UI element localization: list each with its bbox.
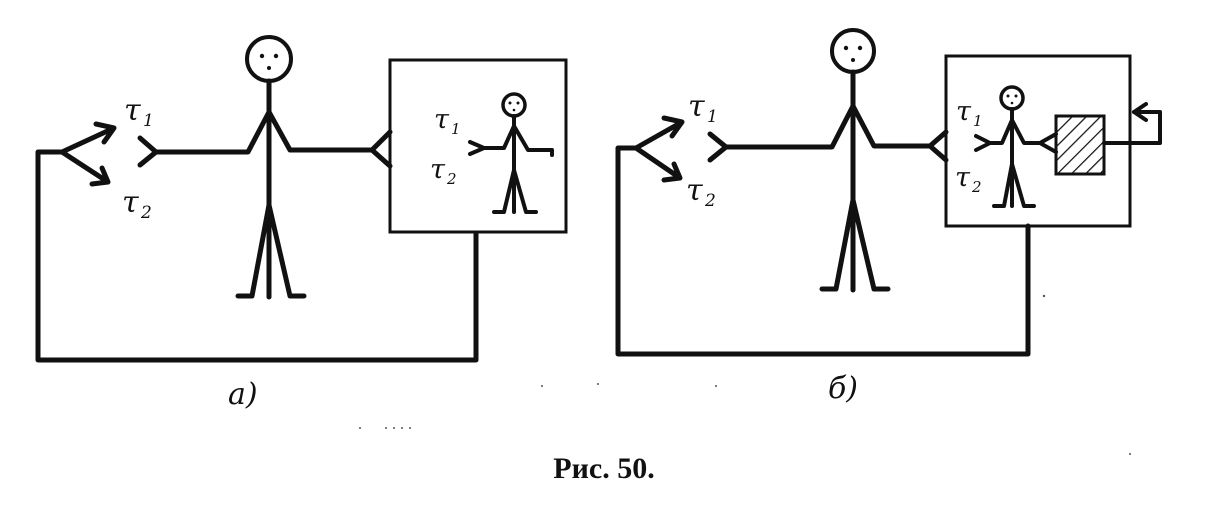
panel-b-inner-tau-2: τ 2 xyxy=(955,162,982,196)
panel-b-arrow-down-icon xyxy=(633,145,683,183)
svg-text:τ: τ xyxy=(124,93,141,128)
svg-text:1: 1 xyxy=(143,111,154,131)
svg-text:2: 2 xyxy=(971,178,982,196)
panel-a-inner-tau-2: τ 2 xyxy=(430,154,457,188)
panel-a-model-box xyxy=(388,58,568,234)
svg-text:τ: τ xyxy=(434,104,450,135)
svg-text:τ: τ xyxy=(688,89,705,124)
svg-text:τ: τ xyxy=(686,173,703,208)
scan-specks xyxy=(359,294,1131,455)
panel-b-hatched-block xyxy=(1054,114,1106,176)
panel-b-block-arrow-icon xyxy=(1132,102,1148,122)
panel-b-feedback-loop xyxy=(615,145,1031,357)
panel-a-arrow-up-icon xyxy=(59,121,117,155)
svg-text:τ: τ xyxy=(430,154,446,185)
panel-b-inner-tau-1: τ 1 xyxy=(956,96,983,130)
panel-b-observer-head xyxy=(830,28,876,74)
panel-a-observer-head xyxy=(245,35,293,83)
svg-text:1: 1 xyxy=(707,107,718,127)
panel-a-box-input-icon xyxy=(369,129,393,169)
panel-a-model-figure xyxy=(468,92,554,214)
panel-b: τ 1 τ 2 τ 1 τ 2 xyxy=(615,28,1162,357)
panel-a-inner-tau-1: τ 1 xyxy=(434,104,461,138)
svg-text:τ: τ xyxy=(122,185,139,220)
panel-a: τ 1 τ 2 τ 1 τ 2 xyxy=(35,35,568,363)
svg-text:2: 2 xyxy=(446,170,457,188)
panel-a-outer-tau-2: τ 2 xyxy=(122,185,152,223)
svg-text:2: 2 xyxy=(140,203,152,223)
panel-a-feedback-loop xyxy=(35,149,479,363)
panel-b-model-figure xyxy=(974,85,1042,208)
panel-b-block-input-icon xyxy=(1038,132,1058,154)
panel-b-observer-figure xyxy=(723,28,933,293)
svg-text:1: 1 xyxy=(451,120,461,138)
panel-a-outer-tau-1: τ 1 xyxy=(124,93,154,131)
panel-b-block-feedback xyxy=(1102,110,1162,145)
panel-b-box-input-icon xyxy=(927,129,949,163)
panel-a-observer-figure xyxy=(153,35,375,300)
panel-b-label: б) xyxy=(828,371,858,406)
panel-a-label: a) xyxy=(228,377,258,412)
panel-b-outer-tau-1: τ 1 xyxy=(688,89,718,127)
panel-a-arrow-down-icon xyxy=(59,149,111,187)
svg-text:τ: τ xyxy=(956,96,972,127)
svg-text:1: 1 xyxy=(973,112,983,130)
panel-b-outer-tau-2: τ 2 xyxy=(686,173,716,211)
figure-caption: Рис. 50. xyxy=(553,452,654,485)
panel-b-arrow-up-icon xyxy=(633,115,685,151)
svg-text:τ: τ xyxy=(955,162,971,193)
svg-text:2: 2 xyxy=(704,191,716,211)
